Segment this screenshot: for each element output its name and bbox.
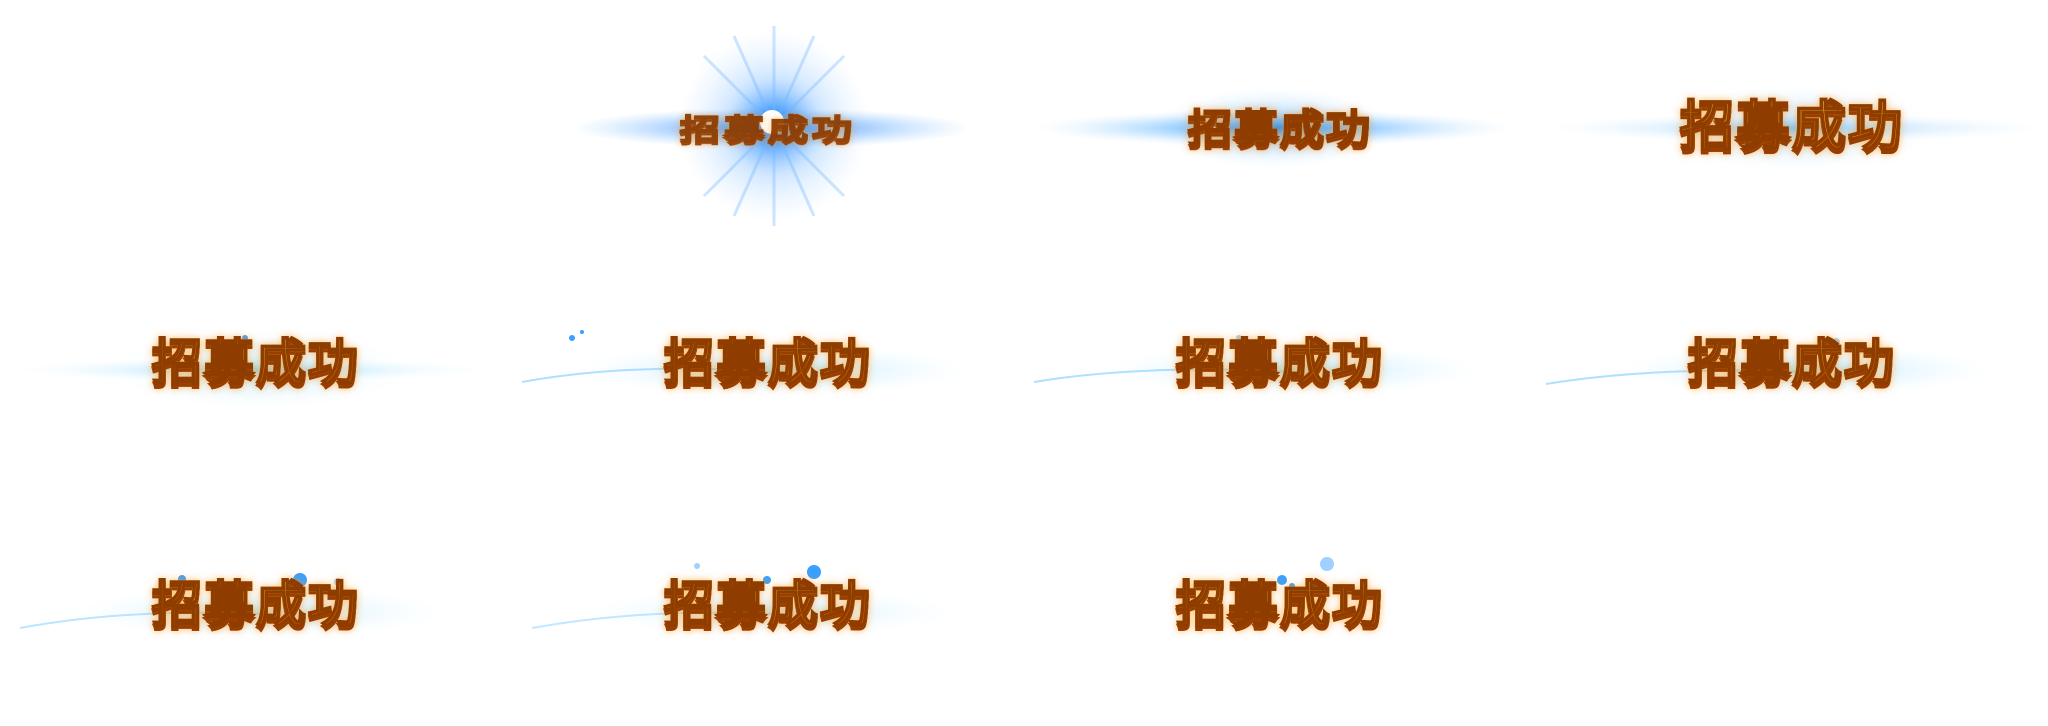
banner-text: 招募成功 [1536, 99, 2048, 155]
banner-text: 招募成功 [512, 337, 1024, 389]
frame-idle-1: 招募成功 [0, 242, 512, 484]
frame-burst: 招募成功 [512, 0, 1024, 242]
soft-glow [1546, 84, 2046, 172]
frame-idle-2: 招募成功 [512, 242, 1024, 484]
banner-text: 招募成功 [0, 337, 512, 389]
cyan-streak-glow [10, 330, 490, 410]
bubble-particles [531, 563, 962, 636]
bubble-particles [1277, 557, 1334, 589]
frame-bubbles-1: 招募成功 [0, 484, 512, 726]
frame-empty [0, 0, 512, 242]
starburst-glow [572, 26, 972, 226]
banner-text: 招募成功 [1024, 579, 1536, 631]
lens-flare-glow [1034, 88, 1514, 168]
banner-text: 招募成功 [0, 579, 512, 631]
bubble-particles [19, 573, 450, 638]
banner-text: 招募成功 [1536, 337, 2048, 389]
frame-idle-3: 招募成功 [1024, 242, 1536, 484]
frame-flare: 招募成功 [1024, 0, 1536, 242]
frame-idle-4: 招募成功 [1536, 242, 2048, 484]
banner-text: 招募成功 [512, 115, 1024, 145]
frame-bubbles-3: 招募成功 [1024, 484, 1536, 726]
cyan-streak-glow [1033, 335, 1484, 396]
frame-settle: 招募成功 [1536, 0, 2048, 242]
banner-text: 招募成功 [1024, 109, 1536, 150]
frame-bubbles-2: 招募成功 [512, 484, 1024, 726]
banner-text: 招募成功 [512, 579, 1024, 631]
cyan-streak-glow [1545, 338, 1996, 396]
cyan-streak-glow [521, 330, 972, 396]
banner-text: 招募成功 [1024, 337, 1536, 389]
